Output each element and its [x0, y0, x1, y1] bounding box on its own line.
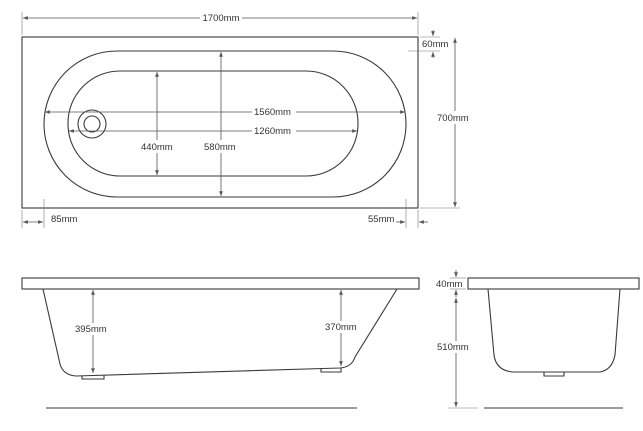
side-rim — [21, 277, 420, 290]
bath-outer-rim — [21, 36, 419, 209]
dim-left-offset: 85mm — [21, 199, 77, 228]
end-foot — [543, 372, 565, 377]
dim-overall-length: 1700mm — [21, 11, 419, 35]
dim-side-depth-left: 395mm — [74, 290, 112, 373]
side-body — [42, 288, 398, 377]
label-left-offset: 85mm — [51, 214, 77, 225]
label-inner-width-top: 580mm — [204, 142, 236, 153]
label-end-rim-thickness: 40mm — [436, 279, 462, 290]
bath-inner-bowl-base — [67, 70, 359, 177]
side-foot-right — [320, 368, 342, 373]
side-foot-left — [81, 375, 105, 380]
dim-inner-length-top: 1560mm — [45, 105, 405, 118]
dim-side-depth-right: 370mm — [324, 290, 362, 366]
dim-end-depth: 510mm — [436, 298, 478, 409]
label-end-depth: 510mm — [437, 342, 469, 353]
label-inner-length-base: 1260mm — [254, 126, 291, 137]
bath-inner-bowl-top — [43, 50, 407, 198]
label-inner-length-top: 1560mm — [254, 107, 291, 118]
dim-inner-width-top: 580mm — [203, 52, 239, 196]
dim-right-offset: 55mm — [368, 199, 428, 228]
dim-end-rim-thickness: 40mm — [436, 270, 466, 297]
waste-outlet-inner — [83, 115, 101, 133]
end-body — [487, 288, 621, 373]
end-rim — [467, 277, 640, 290]
label-right-offset: 55mm — [368, 214, 394, 225]
label-overall-width: 700mm — [437, 113, 469, 124]
dim-rim-width: 60mm — [408, 30, 448, 58]
label-rim-width: 60mm — [422, 39, 448, 50]
dim-overall-width: 700mm — [420, 38, 474, 209]
plan-view: 1700mm 60mm 700mm 1560mm 1260mm — [21, 11, 474, 228]
dim-inner-length-base: 1260mm — [69, 124, 357, 137]
end-view: 40mm 510mm — [436, 270, 640, 409]
label-side-depth-left: 395mm — [75, 324, 107, 335]
label-side-depth-right: 370mm — [325, 322, 357, 333]
waste-outlet-outer — [77, 109, 107, 139]
side-view: 395mm 370mm — [21, 277, 420, 409]
label-overall-length: 1700mm — [203, 13, 240, 24]
label-inner-width-base: 440mm — [141, 142, 173, 153]
dim-inner-width-base: 440mm — [140, 72, 176, 175]
